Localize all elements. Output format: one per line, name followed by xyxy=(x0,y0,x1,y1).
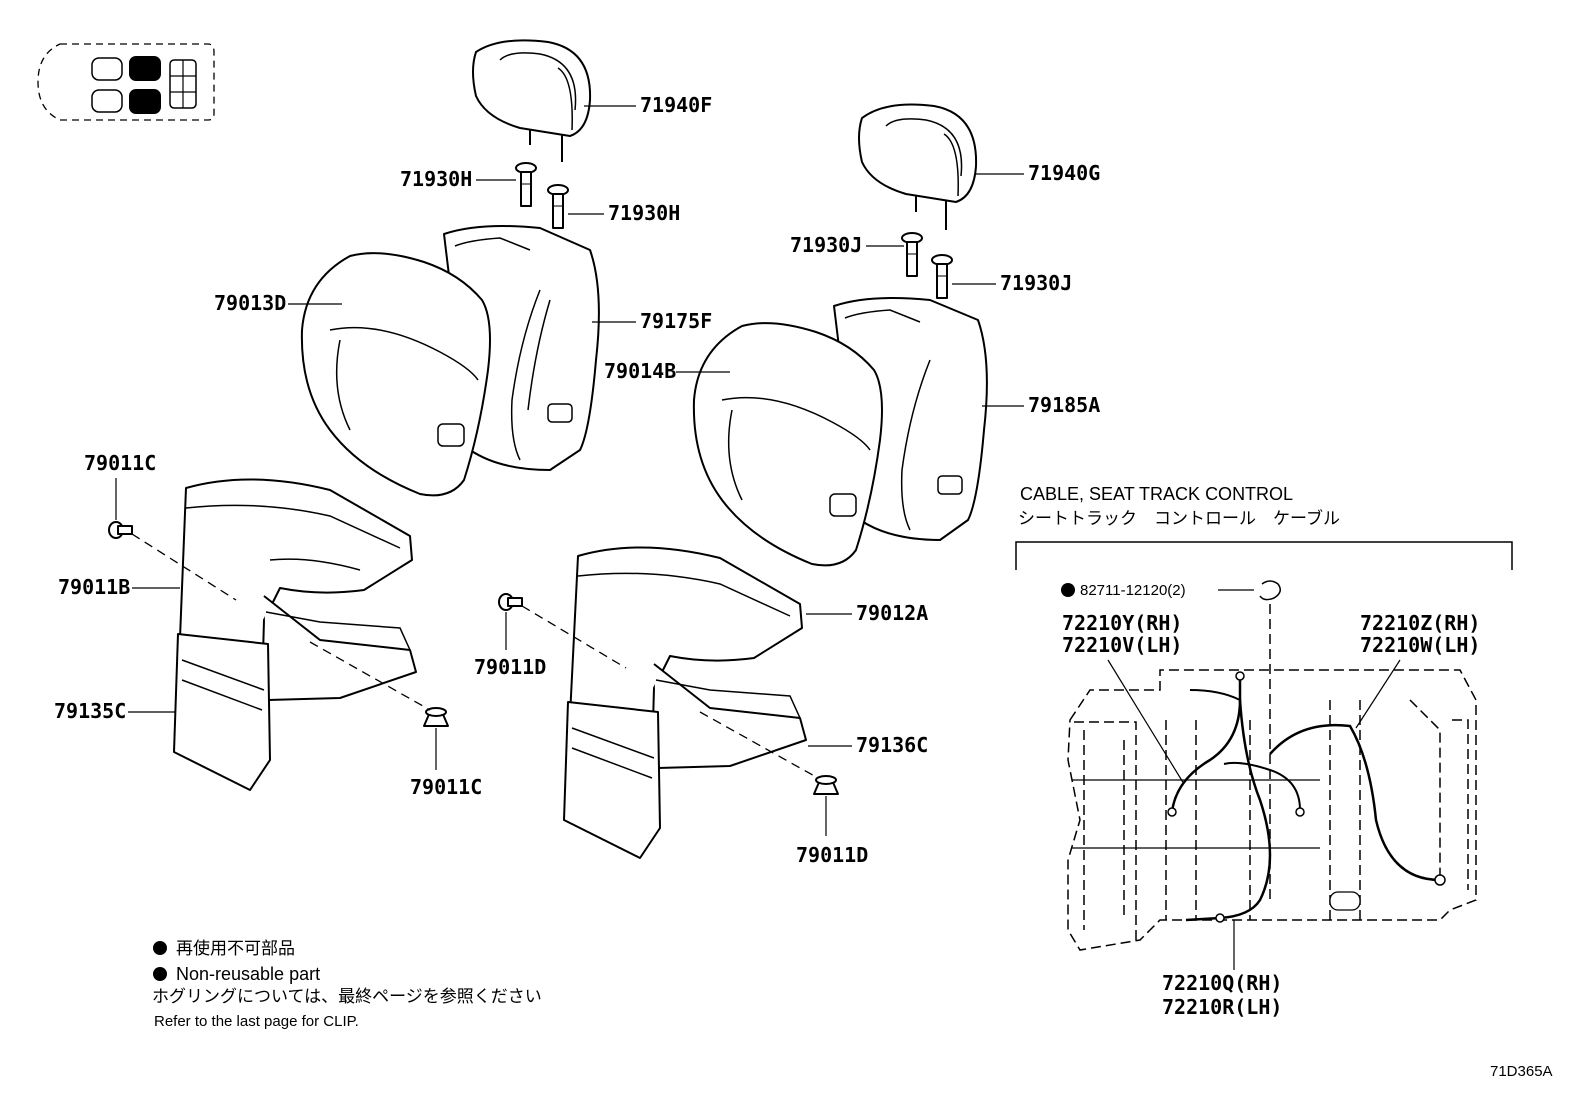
seat-cushion-left xyxy=(173,478,417,791)
headrest-guide-left-a xyxy=(515,162,537,207)
seatback-cover-right xyxy=(692,322,883,567)
label-71940F: 71940F xyxy=(640,93,712,117)
label-79135C: 79135C xyxy=(54,699,126,723)
label-79011D-left: 79011D xyxy=(474,655,546,679)
label-71930J-a: 71930J xyxy=(790,233,862,257)
clip-79011C-bottom xyxy=(423,707,449,727)
cable-panel: CABLE, SEAT TRACK CONTROL シートトラック コントロール… xyxy=(1015,484,1513,1019)
label-79011C-bottom: 79011C xyxy=(410,775,482,799)
label-79011D-right: 79011D xyxy=(796,843,868,867)
note-clip-ref-jp: ホグリングについては、最終ページを参照ください xyxy=(152,987,542,1007)
label-79175F: 79175F xyxy=(640,309,712,333)
headrest-right xyxy=(858,103,978,230)
seatback-cover-left xyxy=(300,252,491,497)
label-72210W-LH: 72210W(LH) xyxy=(1360,633,1480,657)
screw-79011C-top xyxy=(108,521,133,539)
label-79011C-top: 79011C xyxy=(84,451,156,475)
label-79136C: 79136C xyxy=(856,733,928,757)
cable-title-en: CABLE, SEAT TRACK CONTROL xyxy=(1020,484,1293,504)
leader-lines xyxy=(115,105,1024,836)
label-71930H-b: 71930H xyxy=(608,201,680,225)
label-72210R-LH: 72210R(LH) xyxy=(1162,995,1282,1019)
cable-title-jp: シートトラック コントロール ケーブル xyxy=(1018,508,1340,529)
clip-79011D-right xyxy=(813,775,839,795)
screw-79011D-left xyxy=(498,593,523,611)
label-79014B: 79014B xyxy=(604,359,676,383)
seat-cushion-right xyxy=(563,546,807,859)
label-79011B: 79011B xyxy=(58,575,130,599)
note-clip-ref-en: Refer to the last page for CLIP. xyxy=(154,1013,359,1030)
non-reusable-dot-icon xyxy=(153,941,167,955)
legend-notes: 再使用不可部品 Non-reusable part ホグリングについては、最終ペ… xyxy=(152,938,542,1030)
label-79013D: 79013D xyxy=(214,291,286,315)
non-reusable-dot-icon xyxy=(153,967,167,981)
label-72210V-LH: 72210V(LH) xyxy=(1062,633,1182,657)
label-71930H-a: 71930H xyxy=(400,167,472,191)
label-72210Y-RH: 72210Y(RH) xyxy=(1062,611,1182,635)
headrest-guide-right-b xyxy=(931,254,953,299)
label-72210Z-RH: 72210Z(RH) xyxy=(1360,611,1480,635)
headrest-left xyxy=(472,39,592,162)
non-reusable-dot-icon xyxy=(1061,583,1075,597)
seat-track-frame xyxy=(1067,669,1477,951)
note-non-reusable-en: Non-reusable part xyxy=(176,964,320,984)
headrest-guide-right-a xyxy=(901,232,923,277)
seat-track-cables xyxy=(1167,671,1446,923)
label-71940G: 71940G xyxy=(1028,161,1100,185)
diagram-code: 71D365A xyxy=(1490,1063,1553,1080)
clip-part-number: 82711-12120(2) xyxy=(1080,582,1186,599)
headrest-guide-left-b xyxy=(547,184,569,229)
label-72210Q-RH: 72210Q(RH) xyxy=(1162,971,1282,995)
label-79185A: 79185A xyxy=(1028,393,1100,417)
note-non-reusable-jp: 再使用不可部品 xyxy=(176,938,295,959)
label-71930J-b: 71930J xyxy=(1000,271,1072,295)
vehicle-locator-icon xyxy=(37,43,215,121)
label-79012A: 79012A xyxy=(856,601,928,625)
hog-ring-icon xyxy=(1259,580,1281,601)
